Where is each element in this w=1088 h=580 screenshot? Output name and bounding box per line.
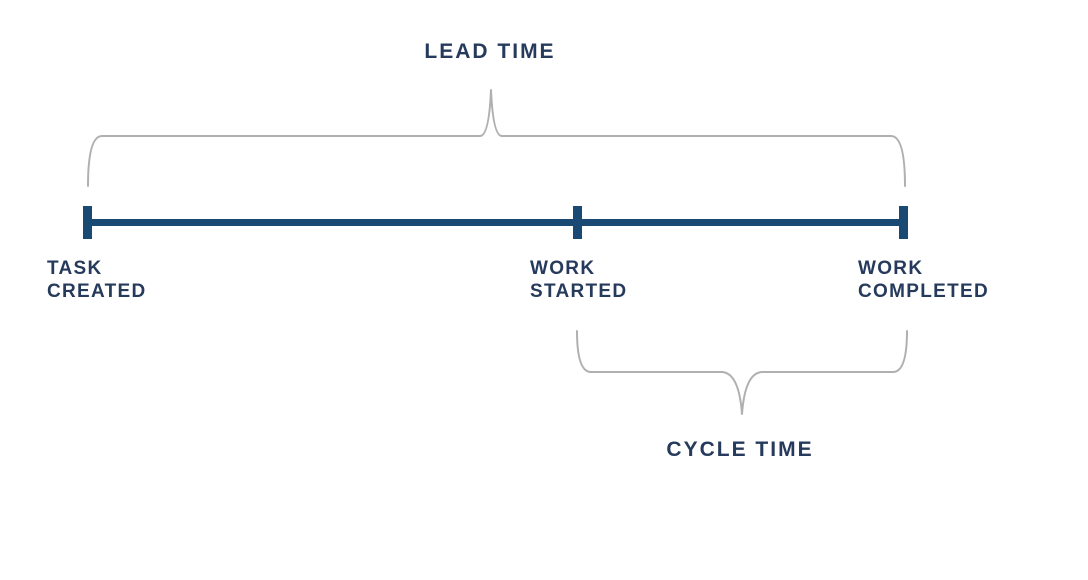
milestone-label-work-started: WORK STARTED xyxy=(530,258,628,302)
cycle-time-brace xyxy=(576,330,908,415)
cycle-time-title: CYCLE TIME xyxy=(666,438,814,461)
milestone-label-task-created: TASK CREATED xyxy=(47,258,147,302)
milestone-label-work-completed: WORK COMPLETED xyxy=(858,258,989,302)
lead-time-title: LEAD TIME xyxy=(424,40,556,63)
lead-time-brace xyxy=(87,89,906,187)
